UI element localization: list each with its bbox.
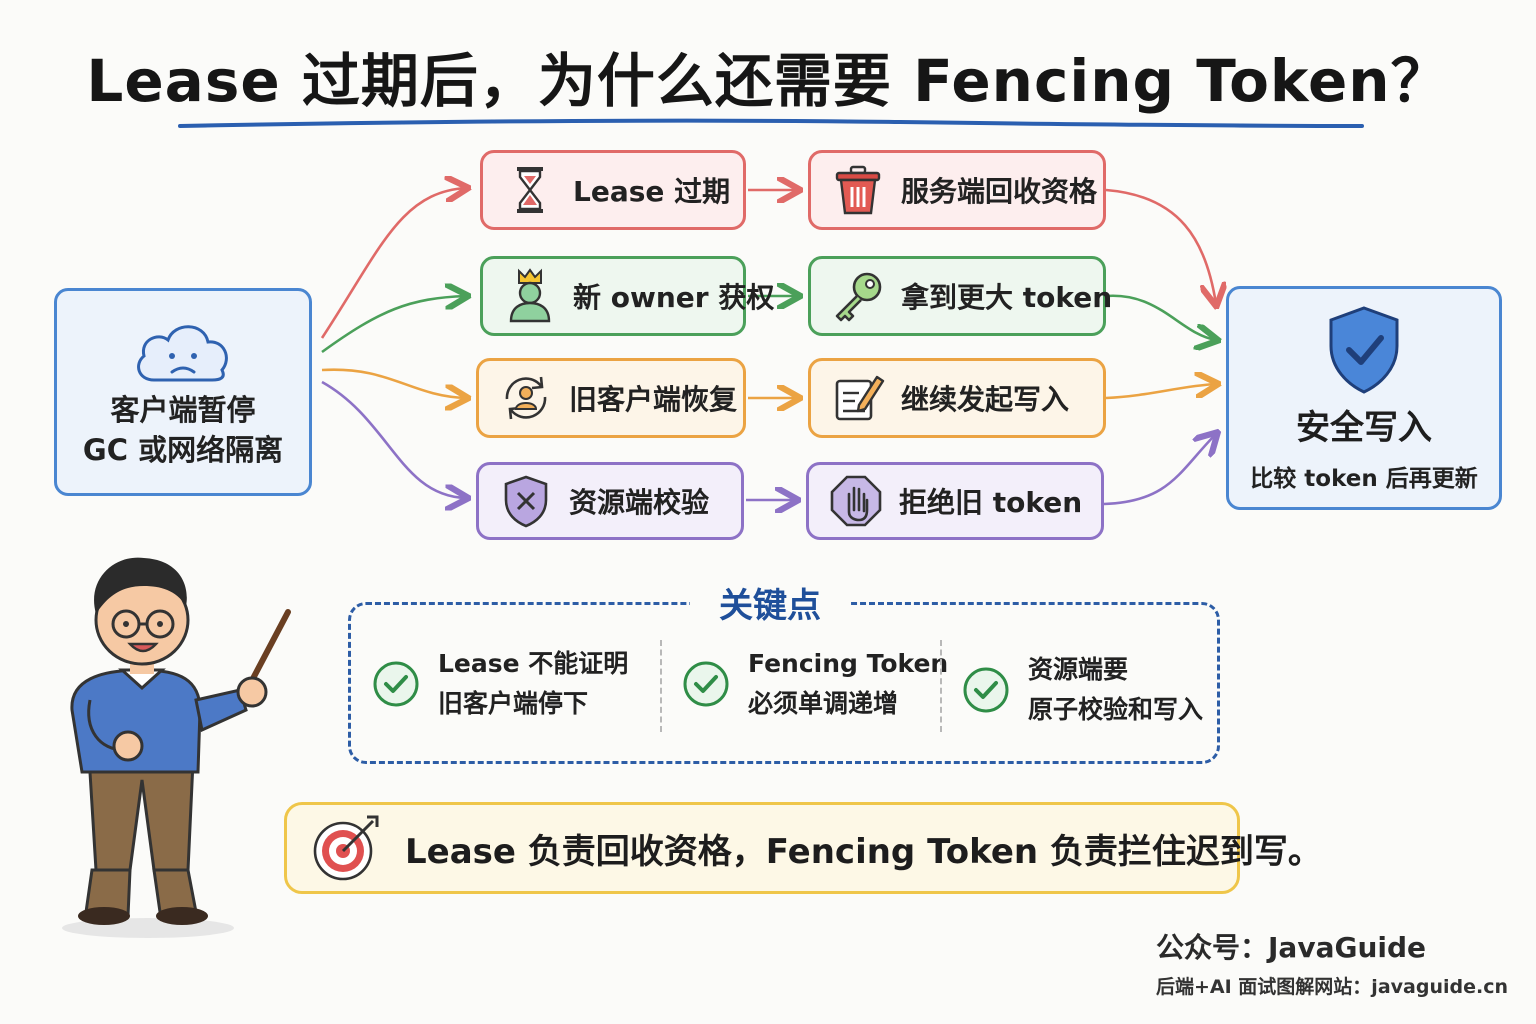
safe-write-title: 安全写入 [1296,407,1432,448]
title-underline [178,118,1364,128]
target-icon [313,815,379,881]
key-point-1: Lease 不能证明 旧客户端停下 [372,644,628,724]
key-point-divider [660,640,662,732]
safe-write-subtitle: 比较 token 后再更新 [1250,465,1478,492]
trash-icon [835,165,881,215]
flow-purple-step2: 拒绝旧 token [806,462,1104,540]
stop-hand-icon [830,475,882,527]
key-point-3-line2: 原子校验和写入 [1028,695,1204,724]
client-line1: 客户端暂停 [110,393,256,427]
key-point-2-line2: 必须单调递增 [748,689,899,718]
connector-client-step1-orange [321,368,466,398]
safe-write-box: 安全写入 比较 token 后再更新 [1226,286,1502,510]
flow-orange-step2-label: 继续发起写入 [901,383,1070,416]
key-point-2: Fencing Token 必须单调递增 [682,644,948,724]
shield-x-icon [504,475,548,528]
check-circle-icon [373,661,419,707]
key-point-3-line1: 资源端要 [1028,655,1129,684]
connector-result-red [1105,188,1216,304]
connector-client-step1-green [321,296,466,354]
key-point-divider [940,640,942,732]
connector-client-step1-purple [321,380,466,498]
client-pause-box: 客户端暂停 GC 或网络隔离 [54,288,312,496]
summary-text: Lease 负责回收资格，Fencing Token 负责拦住迟到写。 [405,831,1322,872]
key-point-1-line1: Lease 不能证明 [438,649,629,678]
flow-purple-step2-label: 拒绝旧 token [899,486,1083,519]
shield-check-icon [1329,305,1399,394]
check-circle-icon [963,667,1009,713]
user-refresh-icon [505,376,547,420]
key-icon [835,272,882,322]
connector-result-green [1105,294,1216,340]
key-point-3: 资源端要 原子校验和写入 [962,650,1203,730]
crowned-user-icon [509,268,551,323]
flow-purple-step1-label: 资源端校验 [569,486,710,519]
flow-orange-step1-label: 旧客户端恢复 [569,383,738,416]
flow-green-step1: 新 owner 获权 [480,256,774,336]
edit-note-icon [835,375,885,421]
teacher-illustration [62,557,291,938]
flow-green-step2: 拿到更大 token [808,256,1112,336]
connector-result-purple [1103,434,1216,506]
key-points-title: 关键点 [690,578,850,627]
connector-client-step1-red [320,188,466,339]
footer-website: 后端+AI 面试图解网站：javaguide.cn [1156,976,1508,998]
footer-account: 公众号：JavaGuide [1156,931,1427,964]
flow-orange-step2: 继续发起写入 [808,358,1106,438]
sad-cloud-icon [137,325,228,382]
key-point-2-line1: Fencing Token [748,649,949,678]
page-title: Lease 过期后，为什么还需要 Fencing Token？ [86,47,1450,115]
connector-result-orange [1105,384,1216,400]
key-point-1-line2: 旧客户端停下 [438,689,589,718]
flow-red-step1-label: Lease 过期 [573,175,731,208]
flow-red-step1: Lease 过期 [480,150,746,230]
check-circle-icon [683,661,729,707]
flow-orange-step1: 旧客户端恢复 [476,358,746,438]
flow-green-step1-label: 新 owner 获权 [573,281,775,314]
summary-banner: Lease 负责回收资格，Fencing Token 负责拦住迟到写。 [284,802,1322,894]
flow-red-step2: 服务端回收资格 [808,150,1106,230]
hourglass-icon [517,167,543,213]
flow-green-step2-label: 拿到更大 token [901,281,1113,314]
flow-red-step2-label: 服务端回收资格 [901,175,1098,208]
client-line2: GC 或网络隔离 [82,433,284,467]
flow-purple-step1: 资源端校验 [476,462,744,540]
